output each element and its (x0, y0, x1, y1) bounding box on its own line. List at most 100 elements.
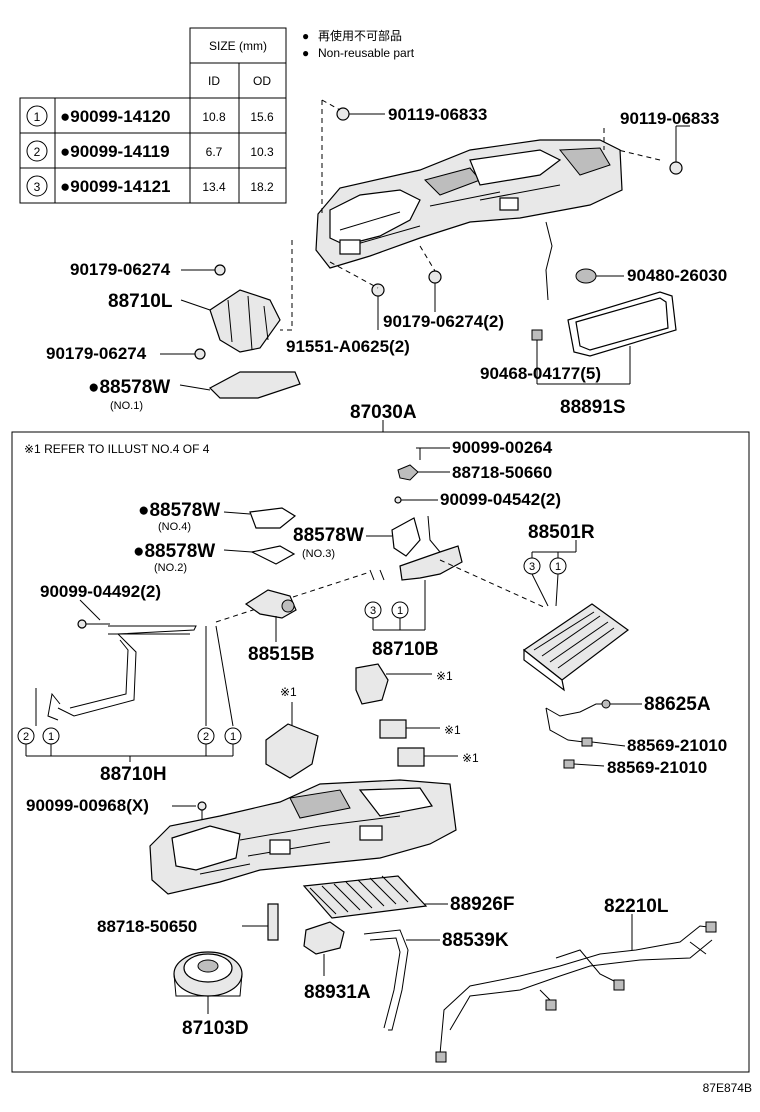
label-88569-21010[interactable]: 88569-21010 (627, 736, 727, 755)
blower-motor (173, 951, 243, 997)
clamp-icon (397, 464, 419, 481)
heater-core (522, 603, 630, 692)
seal-sheet (391, 517, 421, 557)
label-88578W[interactable]: 88578W (293, 525, 364, 546)
actuator-icon (379, 719, 407, 739)
label-88515B[interactable]: 88515B (248, 644, 315, 665)
clip-icon (563, 759, 575, 769)
label-88718-50660[interactable]: 88718-50660 (452, 463, 552, 482)
seal-sheet (209, 371, 301, 399)
legend-jp: 再使用不可部品 (318, 28, 402, 43)
label-90179-06274-2[interactable]: 90179-06274(2) (383, 312, 504, 331)
label-88539K[interactable]: 88539K (442, 930, 509, 951)
nut-icon (428, 270, 442, 284)
refer-note: ※1 REFER TO ILLUST NO.4 OF 4 (24, 442, 210, 456)
label-90099-00968[interactable]: 90099-00968(X) (26, 796, 149, 815)
note-mark: ※1 (444, 723, 461, 737)
label-82210L[interactable]: 82210L (604, 896, 669, 917)
label-88578W[interactable]: ●88578W (138, 500, 220, 521)
label-90179-06274[interactable]: 90179-06274 (70, 260, 171, 279)
clip-icon (531, 329, 543, 341)
clip-icon (581, 737, 593, 747)
label-88625A[interactable]: 88625A (644, 694, 711, 715)
label-88718-50650[interactable]: 88718-50650 (97, 917, 197, 936)
seal-sheet (250, 545, 296, 565)
legend-en: Non-reusable part (318, 46, 415, 60)
label-no2: (NO.2) (154, 562, 187, 574)
label-no4: (NO.4) (158, 521, 191, 533)
label-88501R[interactable]: 88501R (528, 522, 595, 543)
label-90119-06833[interactable]: 90119-06833 (620, 109, 719, 128)
assembly-frame (11, 431, 750, 1073)
pipe-bracket-88710B (399, 545, 463, 581)
table-row-num: 1 (34, 110, 41, 124)
circle-label-1: 1 (230, 731, 236, 743)
grommet-icon (575, 268, 597, 284)
label-87030A[interactable]: 87030A (350, 402, 417, 423)
label-90099-04542[interactable]: 90099-04542(2) (440, 490, 561, 509)
legend-bullet: ● (302, 29, 309, 43)
label-90119-06833[interactable]: 90119-06833 (388, 105, 487, 124)
note-mark: ※1 (462, 751, 479, 765)
size-table-title: SIZE (mm) (209, 39, 267, 53)
label-88931A[interactable]: 88931A (304, 982, 371, 1003)
label-88578W[interactable]: ●88578W (88, 377, 170, 398)
amplifier-88931A (303, 921, 345, 955)
table-row-id: 13.4 (202, 180, 226, 194)
circle-label-2: 2 (23, 731, 29, 743)
clamp-icon (267, 903, 279, 941)
size-table-col-id: ID (208, 74, 220, 88)
label-87103D[interactable]: 87103D (182, 1018, 249, 1039)
cabin-filter (302, 875, 428, 919)
label-88710H[interactable]: 88710H (100, 764, 167, 785)
circle-label-1: 1 (397, 605, 403, 617)
circle-label-3: 3 (529, 561, 535, 573)
table-row-od: 18.2 (250, 180, 274, 194)
label-88891S[interactable]: 88891S (560, 397, 626, 418)
label-90179-06274[interactable]: 90179-06274 (46, 344, 147, 363)
label-90468-04177[interactable]: 90468-04177(5) (480, 364, 601, 383)
actuator-bracket (265, 723, 319, 779)
label-88710B[interactable]: 88710B (372, 639, 439, 660)
size-table: SIZE (mm) ID OD 1 ●90099-14120 10.8 15.6… (19, 27, 287, 204)
label-90099-04492[interactable]: 90099-04492(2) (40, 582, 161, 601)
illustration-code: 87E874B (703, 1081, 752, 1095)
label-90480-26030[interactable]: 90480-26030 (627, 266, 727, 285)
screw-icon (336, 107, 690, 175)
pipe-88710H (47, 625, 197, 721)
label-no1: (NO.1) (110, 400, 143, 412)
circle-label-1: 1 (555, 561, 561, 573)
hose-88710L (194, 264, 281, 360)
servo-bracket (355, 663, 389, 705)
filter-frame (567, 291, 677, 357)
table-row-num: 3 (34, 180, 41, 194)
lower-unit-housing (149, 779, 457, 895)
note-mark: ※1 (280, 685, 297, 699)
circle-label-3: 3 (370, 605, 376, 617)
label-88926F[interactable]: 88926F (450, 894, 514, 915)
wire-harness (435, 921, 717, 1063)
legend-bullet: ● (302, 46, 309, 60)
label-91551-A0625[interactable]: 91551-A0625(2) (286, 337, 410, 356)
label-88578W[interactable]: ●88578W (133, 541, 215, 562)
note-mark: ※1 (436, 669, 453, 683)
table-row-od: 10.3 (250, 145, 274, 159)
circle-label-1: 1 (48, 731, 54, 743)
seal-sheet (249, 507, 297, 529)
upper-unit-housing (315, 139, 623, 301)
label-90099-00264[interactable]: 90099-00264 (452, 438, 553, 457)
table-row-part[interactable]: ●90099-14121 (60, 177, 170, 196)
actuator-icon (397, 747, 425, 767)
size-table-col-od: OD (253, 74, 271, 88)
legend: ● 再使用不可部品 ● Non-reusable part (302, 28, 415, 60)
expansion-valve (244, 589, 297, 619)
table-row-part[interactable]: ●90099-14119 (60, 142, 170, 161)
table-row-part[interactable]: ●90099-14120 (60, 107, 170, 126)
screw-icon (197, 801, 207, 811)
label-88569-21010[interactable]: 88569-21010 (607, 758, 707, 777)
circle-label-2: 2 (203, 731, 209, 743)
label-88710L[interactable]: 88710L (108, 291, 173, 312)
label-no3: (NO.3) (302, 548, 335, 560)
table-row-id: 6.7 (206, 145, 223, 159)
